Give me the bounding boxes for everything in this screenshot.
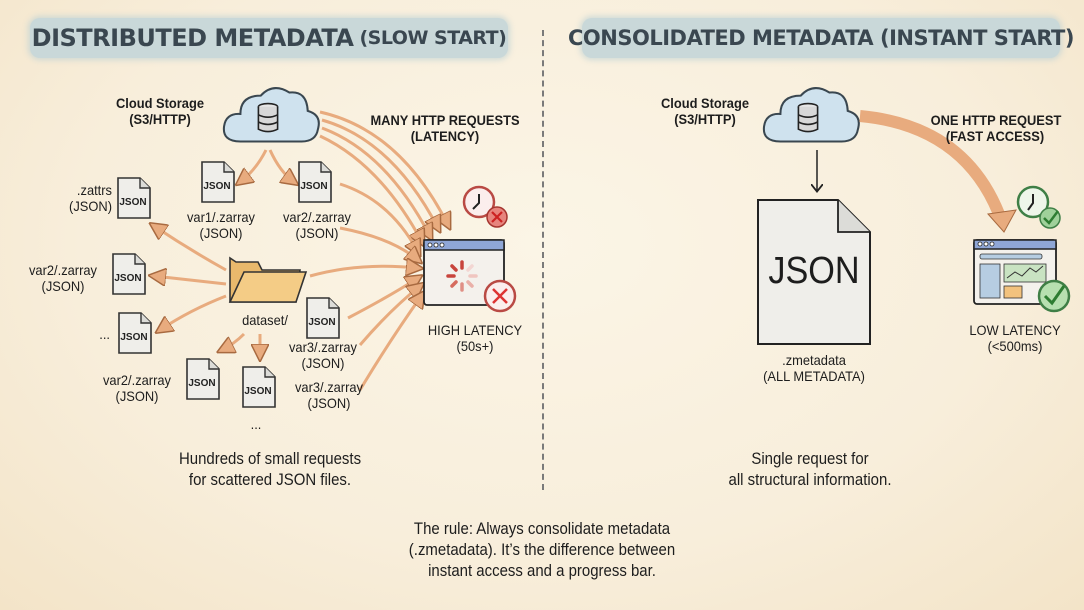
file-label-line2: (ALL METADATA) [763,368,865,384]
caption-line1: Hundreds of small requests [178,449,362,468]
request-label-line1: ONE HTTP REQUEST [930,112,1062,128]
file-type: (JSON) [307,395,351,411]
many-requests-label: MANY HTTP REQUESTS (LATENCY) [367,112,523,144]
latency-line1: HIGH LATENCY [427,322,523,338]
json-file-icon-ellipsis [118,312,152,354]
left-panel-title: DISTRIBUTED METADATA (SLOW START) [30,18,508,58]
cloud-label-line1: Cloud Storage [115,95,205,111]
latency-line1: LOW LATENCY [969,322,1061,338]
zmetadata-file-icon [757,199,871,345]
file-name: var3/.zarray [288,339,357,355]
left-caption: Hundreds of small requests for scattered… [147,448,393,490]
footer-line3: instant access and a progress bar. [428,561,656,580]
left-cloud-label: Cloud Storage (S3/HTTP) [105,95,215,127]
footer-line2: (.zmetadata). It’s the difference betwee… [408,540,676,559]
file-type: (JSON) [69,198,112,214]
slow-clock-icon [462,185,508,228]
zmetadata-json-text: JSON [768,250,860,292]
latency-line2: (50s+) [456,338,494,354]
success-check-icon [1037,279,1071,313]
file-label-zattrs: .zattrs (JSON) [27,182,112,214]
right-title-main: CONSOLIDATED METADATA (INSTANT START) [568,26,1074,50]
left-title-main: DISTRIBUTED METADATA [31,24,354,52]
panel-divider [542,30,544,490]
right-panel-title: CONSOLIDATED METADATA (INSTANT START) [568,18,1074,58]
json-file-icon-var3 [306,297,340,339]
right-caption: Single request for all structural inform… [687,448,933,490]
file-label-var2-bottom: var2/.zarray (JSON) [96,372,179,404]
caption-line1: Single request for [751,449,869,468]
footer-rule: The rule: Always consolidate metadata (.… [366,518,718,581]
file-type: (JSON) [301,355,345,371]
requests-label-line1: MANY HTTP REQUESTS [370,112,520,128]
one-request-label: ONE HTTP REQUEST (FAST ACCESS) [930,112,1062,144]
file-name: var1/.zarray [186,209,255,225]
caption-line2: for scattered JSON files. [188,470,352,489]
file-name: var2/.zarray [102,372,171,388]
arrow-cloud-to-var2 [268,149,294,182]
fast-clock-icon [1016,185,1061,229]
one-request-arrow [859,110,1008,225]
json-file-icon-zattrs [117,177,151,219]
zmetadata-label: .zmetadata (ALL METADATA) [759,352,869,384]
cloud-label-line2: (S3/HTTP) [674,111,736,127]
json-file-icon-var2-mid [112,253,146,295]
latency-line2: (<500ms) [987,338,1043,354]
low-latency-label: LOW LATENCY (<500ms) [964,322,1065,354]
spinner-icon [446,260,478,292]
file-name: ... [99,326,110,342]
footer-line1: The rule: Always consolidate metadata [413,519,671,538]
file-label-var3-a: var3/.zarray (JSON) [282,339,365,371]
file-type: (JSON) [115,388,159,404]
cloud-label-line1: Cloud Storage [660,95,750,111]
arrow-cloud-to-var1 [240,149,268,182]
file-label-var3-b: var3/.zarray (JSON) [288,379,371,411]
file-name: .zattrs [76,182,112,198]
file-type: (JSON) [295,225,339,241]
file-type: (JSON) [199,225,243,241]
request-label-line2: (FAST ACCESS) [945,128,1045,144]
file-label-ellipsis: ... [64,326,110,342]
folder-arrows [154,226,260,356]
cloud-storage-icon [222,87,320,143]
json-file-icon-bottom [242,366,276,408]
file-name: var3/.zarray [294,379,363,395]
file-label-var2-mid: var2/.zarray (JSON) [22,262,105,294]
json-file-icon-var2-top [298,161,332,203]
cloud-storage-icon-right [762,87,860,143]
file-label-var1: var1/.zarray (JSON) [180,209,263,241]
left-title-sub: (SLOW START) [359,27,507,49]
file-label-line1: .zmetadata [782,352,846,368]
file-name: var2/.zarray [282,209,351,225]
high-latency-label: HIGH LATENCY (50s+) [424,322,525,354]
folder-label: dataset/ [242,312,288,328]
caption-line2: all structural information. [728,470,892,489]
file-type: (JSON) [41,278,85,294]
error-x-icon [483,279,517,313]
fast-browser-icon [973,239,1057,305]
cloud-label-line2: (S3/HTTP) [129,111,191,127]
json-file-icon-var1 [201,161,235,203]
json-file-icon-var2-bottom [186,358,220,400]
loading-browser-icon [423,239,505,306]
many-request-arrows [309,110,448,391]
file-name: var2/.zarray [28,262,97,278]
bottom-ellipsis: ... [250,416,262,432]
file-label-var2-top: var2/.zarray (JSON) [276,209,359,241]
right-cloud-label: Cloud Storage (S3/HTTP) [650,95,760,127]
folder-icon [228,256,308,303]
requests-label-line2: (LATENCY) [410,128,480,144]
